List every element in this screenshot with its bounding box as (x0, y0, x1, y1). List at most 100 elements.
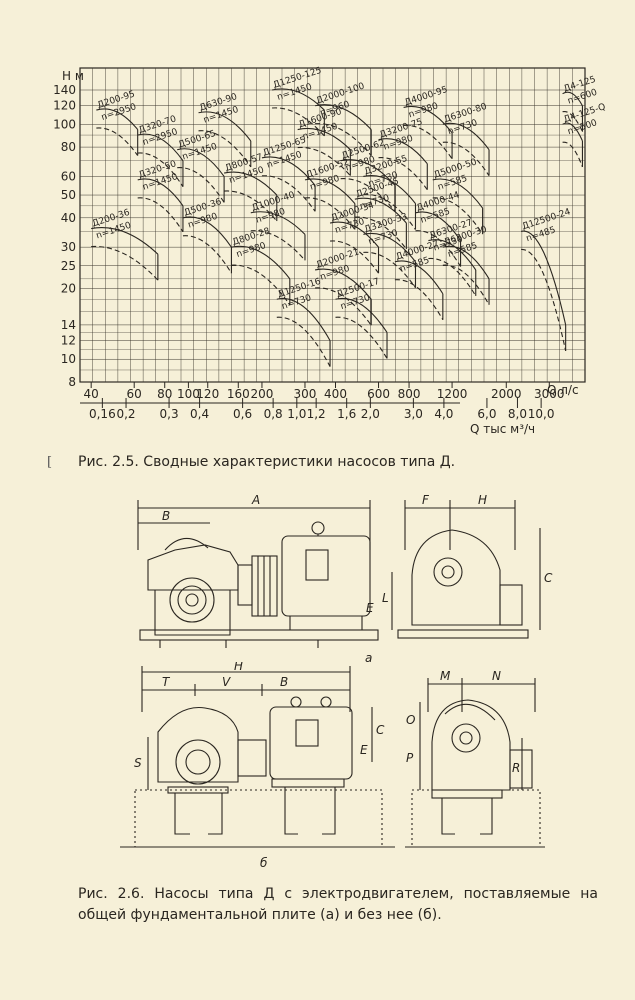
pump-curve-lower (91, 246, 159, 281)
pump-curve-lower (272, 107, 325, 137)
x-tick-label-ls: 160 (227, 387, 250, 401)
pump-curve-lower (521, 248, 567, 352)
pump-curve-lower (250, 230, 306, 261)
x-tick-label-m3h: 4,0 (434, 407, 453, 421)
figure-2-6-caption: Рис. 2.6. Насосы типа Д с электродвигате… (78, 886, 598, 923)
pump-curve-lower (562, 111, 583, 132)
pump-curve-lower (315, 123, 372, 156)
y-tick-label: 60 (61, 169, 76, 183)
pump-curve (562, 91, 583, 106)
x-tick-label-ls: 800 (398, 387, 421, 401)
pump-curve (428, 239, 477, 271)
dim-o-label: O (406, 713, 415, 727)
dim-cb-label: C (376, 723, 385, 737)
dim-f-label: F (422, 493, 430, 507)
x-tick-label-ls: 80 (157, 387, 172, 401)
x-tick-label-m3h: 1,2 (307, 407, 326, 421)
pump-drawing-a: A B E а F H (137, 493, 553, 665)
dim-c-label: C (544, 571, 553, 585)
figure-2-5-caption: Рис. 2.5. Сводные характеристики насосов… (78, 454, 456, 470)
pump-curve-lower (198, 130, 252, 168)
dim-p-label: P (406, 751, 414, 765)
y-tick-label: 140 (53, 83, 76, 97)
x-tick-label-ls: 2000 (491, 387, 522, 401)
y-tick-label: 50 (61, 188, 76, 202)
pump-curve (198, 111, 252, 142)
dim-s-label: S (134, 756, 142, 770)
pump-curve (442, 245, 490, 280)
pump-curve-lower (137, 152, 184, 188)
pump-curve (96, 108, 139, 130)
y-axis-label: Н м (62, 69, 84, 83)
pump-curve (137, 133, 184, 162)
dim-hb-label: H (234, 662, 243, 673)
pump-curve-lower (137, 197, 184, 233)
x-tick-label-ls: 40 (84, 387, 99, 401)
x-tick-label-ls: 400 (324, 387, 347, 401)
x-tick-label-ls: 60 (127, 387, 142, 401)
pump-curve-lower (261, 175, 316, 212)
pump-curve (363, 232, 416, 263)
pump-curve-lower (363, 251, 416, 289)
pump-curve (329, 221, 379, 248)
x-unit-m3h: Q тыс м³/ч (470, 422, 535, 436)
dim-r-label: R (512, 761, 520, 775)
sub-b-label: б (260, 856, 268, 870)
pump-drawing-b: H T V B S C E б M N (120, 662, 545, 870)
x-tick-label-m3h: 0,2 (116, 407, 135, 421)
pump-curve-lower (442, 264, 490, 306)
pump-curve-lower (276, 316, 331, 367)
pump-curve (354, 197, 407, 224)
dim-e-label: E (366, 601, 374, 615)
x-tick-label-m3h: 0,3 (160, 407, 179, 421)
pump-curve-lower (403, 124, 453, 160)
pump-curve (432, 178, 484, 209)
pump-curve (231, 245, 291, 280)
pump-curve (304, 178, 356, 204)
pump-curve-lower (415, 230, 462, 267)
x-tick-label-m3h: 10,0 (528, 407, 555, 421)
x-tick-label-m3h: 0,6 (233, 407, 252, 421)
pump-curve-lower (428, 258, 477, 297)
y-tick-label: 30 (61, 240, 76, 254)
x-tick-label-m3h: 3,0 (404, 407, 423, 421)
pump-curve (335, 297, 388, 333)
x-tick-label-ls: 100 (177, 387, 200, 401)
pump-curve-lower (442, 141, 490, 176)
pump-curve (223, 171, 278, 196)
pump-curve (314, 104, 372, 130)
y-tick-label: 80 (61, 140, 76, 154)
pump-curve (250, 211, 306, 235)
pump-curve-lower (394, 279, 444, 321)
dim-l-label: L (382, 591, 389, 605)
pump-curve-lower (340, 178, 396, 212)
x-tick-label-m3h: 0,16 (89, 407, 116, 421)
x-unit-ls: Q л/с (547, 383, 579, 397)
y-tick-label: 120 (53, 99, 76, 113)
margin-mark: [ (47, 455, 53, 470)
pump-curve-lower (177, 167, 225, 203)
y-tick-label: 14 (61, 318, 76, 332)
x-tick-label-ls: 1200 (437, 387, 468, 401)
pump-curve (314, 268, 372, 300)
pump-curve-lower (297, 146, 351, 177)
y-tick-label: 100 (53, 117, 76, 131)
pump-curve (91, 227, 159, 255)
x-tick-label-m3h: 2,0 (361, 407, 380, 421)
x-tick-label-ls: 120 (196, 387, 219, 401)
pump-curve-lower (378, 157, 428, 190)
dim-t-label: T (162, 675, 171, 689)
pump-curve-lower (96, 127, 139, 156)
dim-b-label: B (162, 509, 170, 523)
pump-curve-lower (335, 316, 388, 359)
y-tick-label: 8 (68, 375, 76, 389)
pump-curve (363, 175, 416, 204)
x-tick-label-m3h: 0,8 (264, 407, 283, 421)
dim-v-label: V (222, 675, 231, 689)
dim-h-label: H (478, 493, 487, 507)
pump-curve (182, 216, 232, 248)
dim-n-label: N (492, 669, 501, 683)
x-tick-label-m3h: 0,4 (190, 407, 209, 421)
